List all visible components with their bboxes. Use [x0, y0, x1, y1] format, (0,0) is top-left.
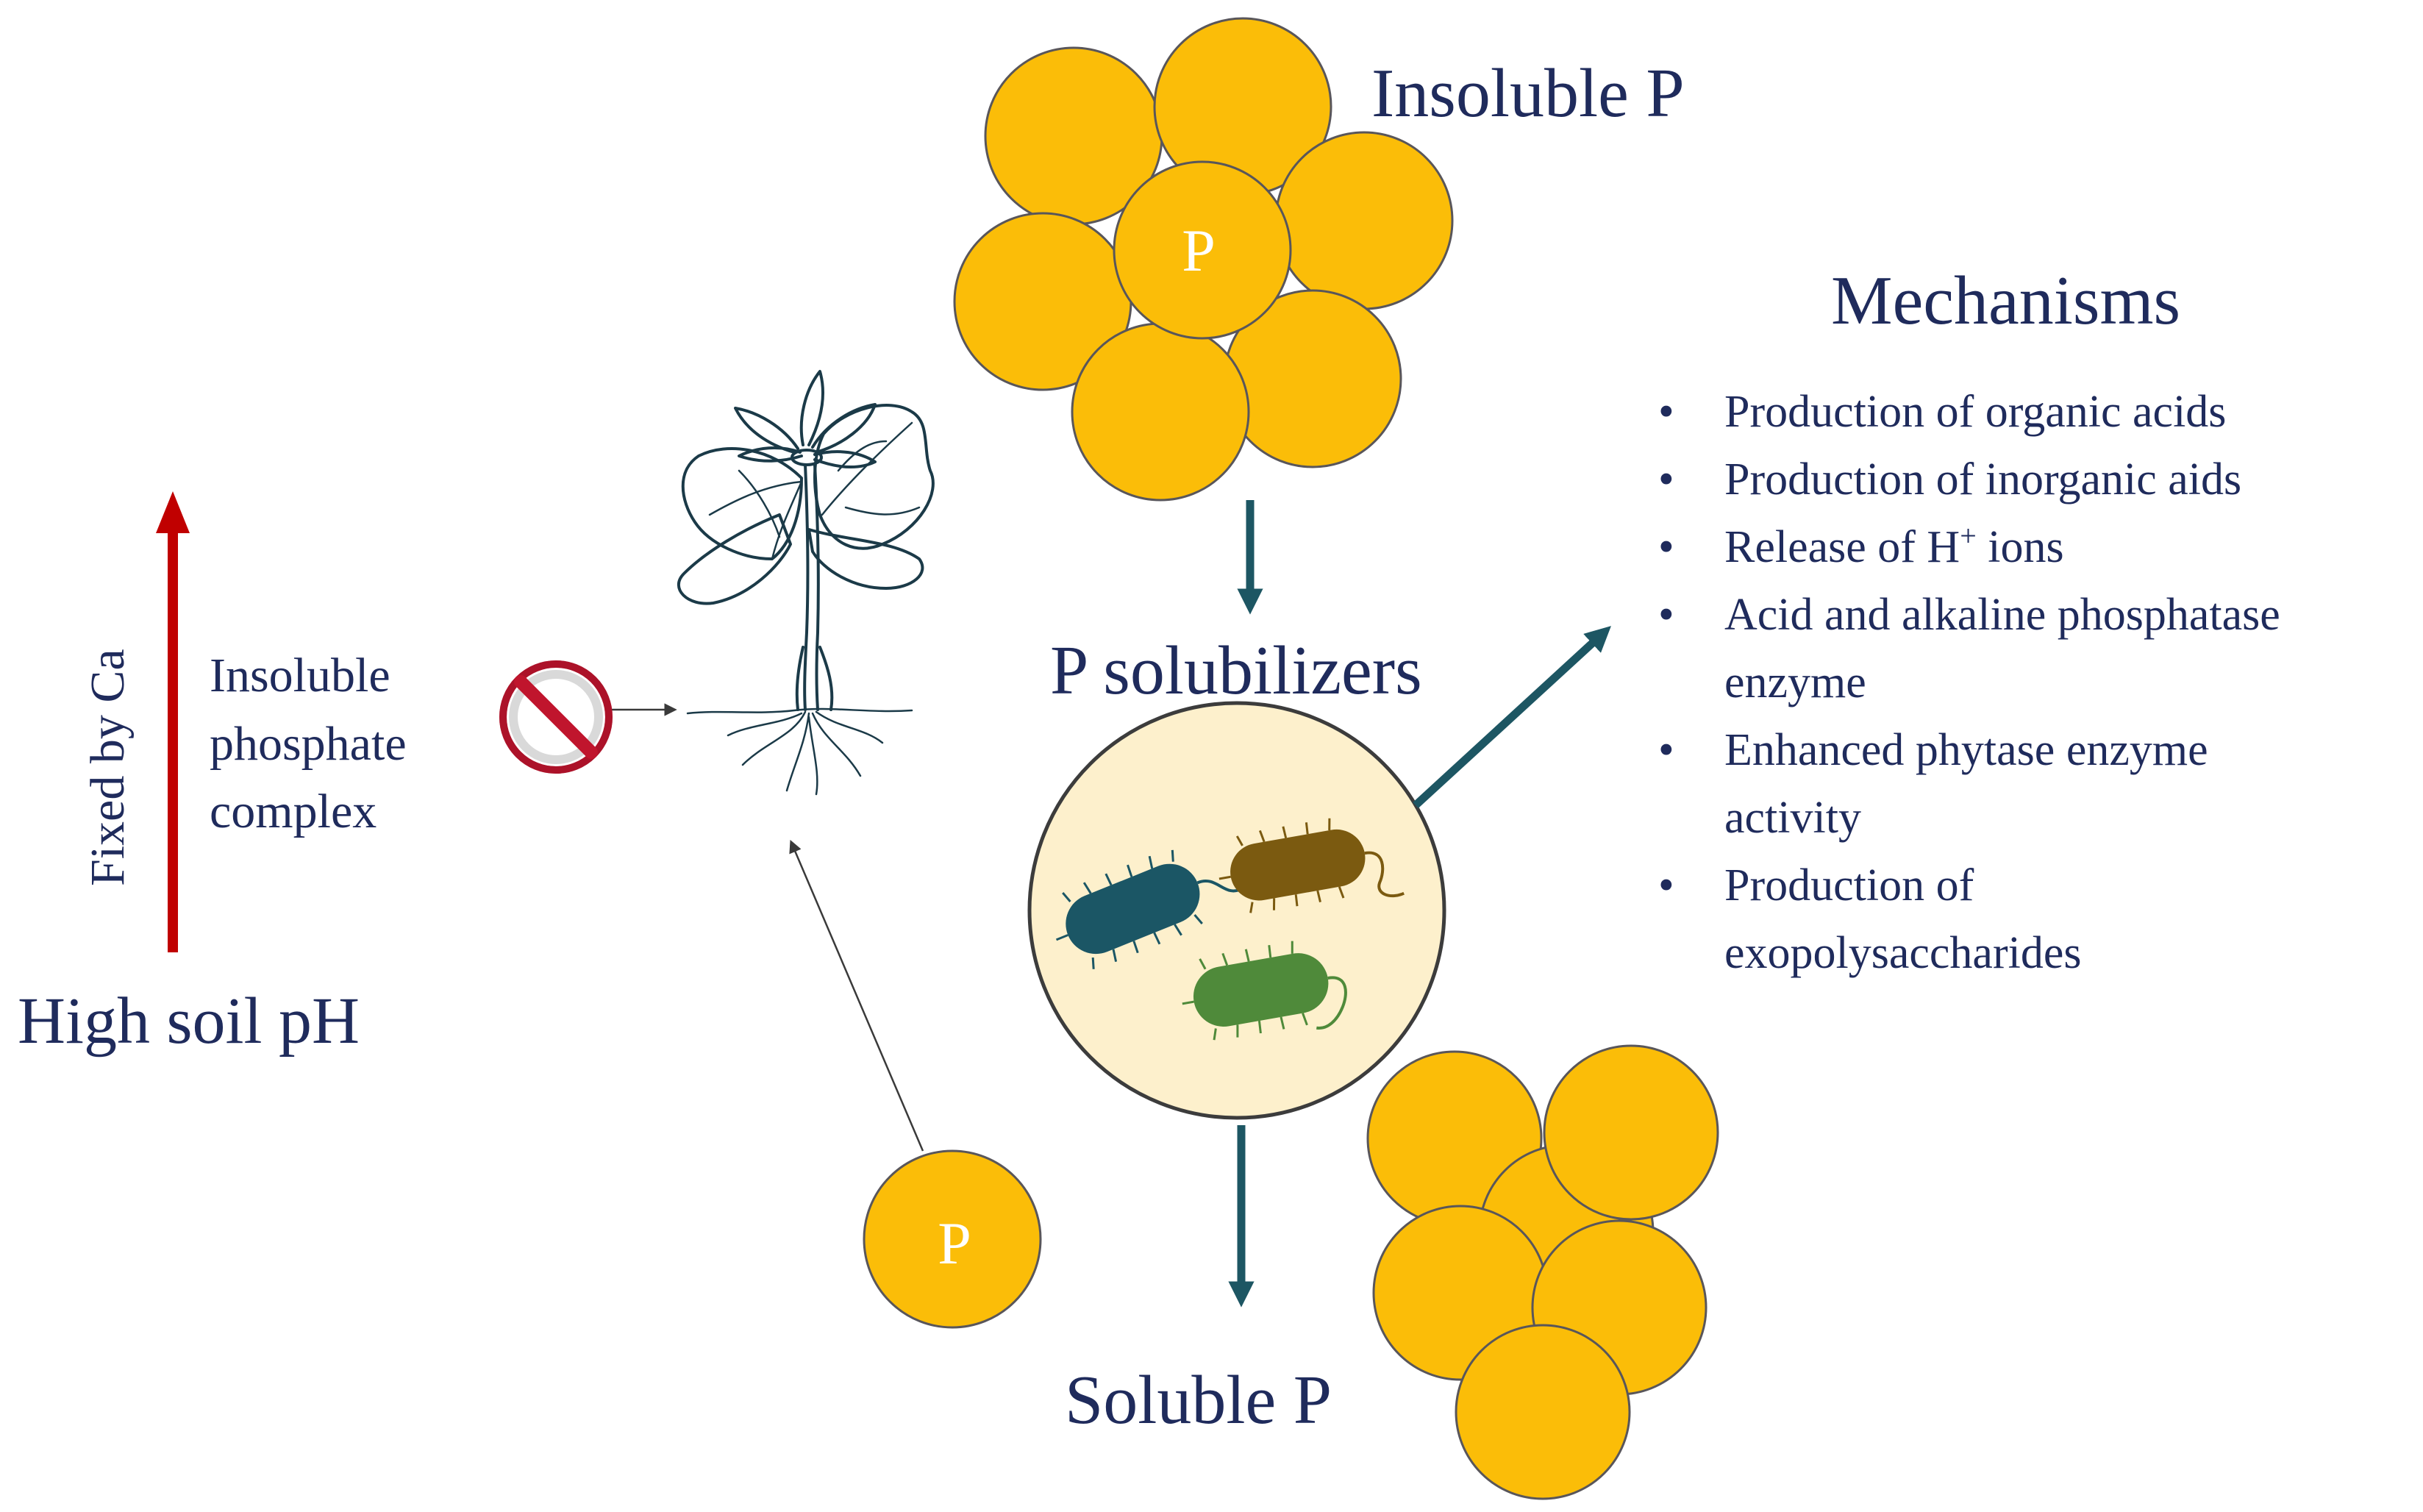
- mechanism-item-1-line-0: Production of inorganic aids: [1724, 454, 2241, 504]
- soil-line: [686, 707, 913, 715]
- soluble-p-label: Soluble P: [1065, 1362, 1332, 1438]
- mechanism-bullet: •: [1658, 387, 1674, 437]
- plant-stem: [803, 463, 810, 711]
- p-solubilizers-label: P solubilizers: [1050, 632, 1422, 709]
- mechanism-bullet: •: [1658, 860, 1674, 910]
- mechanisms-title: Mechanisms: [1831, 263, 2180, 339]
- p-particle-center: [1113, 160, 1292, 340]
- insoluble-p-label: Insoluble P: [1371, 55, 1685, 132]
- mechanism-item-2-line-0: Release of H+ ions: [1724, 519, 2064, 573]
- mechanism-item-0-line-0: Production of organic acids: [1724, 387, 2226, 437]
- insoluble-p-cluster: P: [953, 17, 1454, 502]
- ph-arrow-head: [156, 491, 190, 533]
- mechanism-item-5-line-0: Production of: [1724, 860, 1974, 910]
- prohibition-icon: [499, 660, 613, 774]
- complex-line-1: Insoluble: [210, 649, 390, 702]
- mechanism-item-3-line-0: Acid and alkaline phosphatase: [1724, 590, 2280, 640]
- soluble-p-particle: [863, 1149, 1042, 1329]
- p-particle: [1071, 322, 1250, 502]
- mechanisms-panel: Mechanisms • Production of organic acids •…: [1658, 263, 2280, 978]
- mechanism-item-4-line-1: activity: [1724, 793, 1861, 843]
- plant-leaf-veins: [708, 469, 803, 560]
- plant-flower: [734, 370, 877, 469]
- insoluble-phosphate-complex-label: Insoluble phosphate complex: [210, 649, 407, 838]
- bacterium-brown: [1218, 818, 1405, 913]
- plant-leaf: [807, 528, 924, 590]
- p-particle: [1274, 131, 1454, 310]
- mechanism-bullet: •: [1658, 522, 1674, 572]
- plant-base-leaves: [795, 646, 834, 711]
- plant-leaf: [813, 404, 935, 550]
- mechanism-bullet: •: [1658, 590, 1674, 640]
- bacteria-cell: [1027, 701, 1446, 1120]
- bacteria-icon: [1055, 818, 1405, 1041]
- fixed-by-ca-label: Fixed by Ca: [81, 649, 135, 886]
- plant-icon: [677, 370, 935, 796]
- soluble-p-cluster: [1366, 1044, 1719, 1500]
- arrow-to-mechanisms: [1413, 626, 1611, 809]
- mechanism-item-3-line-1: enzyme: [1724, 657, 1866, 707]
- plant-roots: [727, 710, 884, 796]
- plant-stem: [813, 463, 820, 711]
- high-soil-ph-label: High soil pH: [18, 985, 360, 1058]
- p-particle: [1455, 1324, 1631, 1500]
- p-symbol: P: [1182, 217, 1216, 284]
- p-particle: [1543, 1044, 1719, 1221]
- mechanism-superscript: +: [1960, 519, 1977, 552]
- plant-leaf: [681, 447, 803, 560]
- complex-line-2: phosphate: [210, 717, 407, 771]
- p-symbol: P: [938, 1210, 971, 1277]
- mechanism-suffix: ions: [1977, 522, 2064, 572]
- arrow-p-to-plant: [789, 839, 924, 1152]
- bacterium-green: [1182, 941, 1347, 1041]
- mechanism-item-4-line-0: Enhanced phytase enzyme: [1724, 725, 2208, 775]
- mechanism-item-5-line-1: exopolysaccharides: [1724, 928, 2081, 978]
- plant-leaf-veins: [821, 421, 921, 516]
- mechanism-bullet: •: [1658, 454, 1674, 504]
- plant-leaf: [677, 513, 792, 605]
- mechanism-bullet: •: [1658, 725, 1674, 775]
- complex-line-3: complex: [210, 785, 377, 838]
